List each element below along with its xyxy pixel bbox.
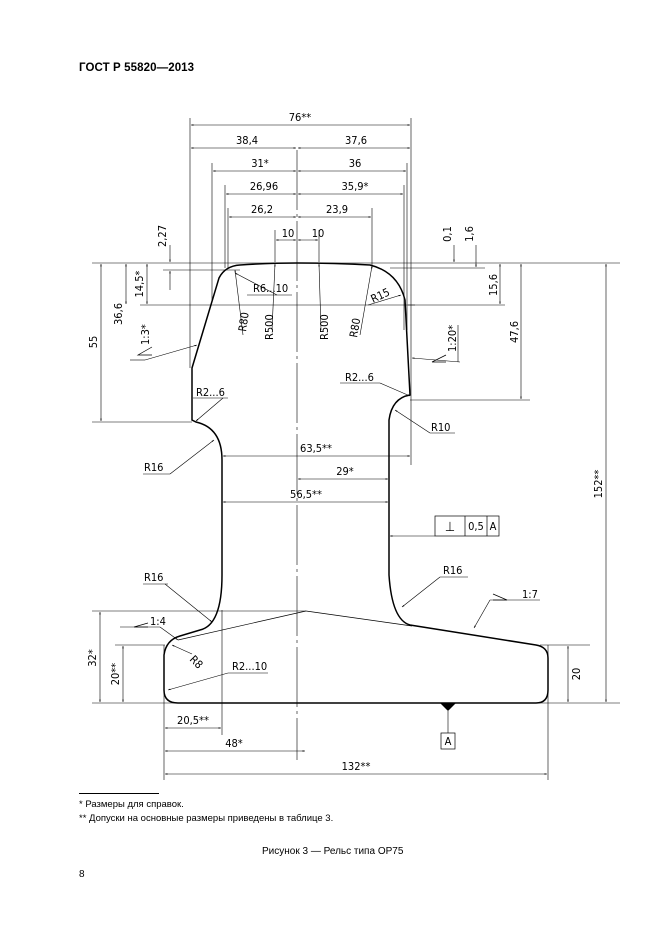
dim-26-2: 26,2: [251, 203, 273, 216]
dim-76: 76**: [289, 111, 312, 124]
rail-outline: [163, 262, 549, 704]
dim-55: 55: [87, 336, 100, 349]
footnote-2: ** Допуски на основные размеры приведены…: [79, 813, 334, 824]
dim-38-4: 38,4: [236, 134, 258, 147]
radius-r2-6-right: R2...6: [345, 371, 374, 384]
dim-56-5: 56,5**: [290, 488, 322, 501]
datum-triangle: [440, 703, 456, 711]
radius-r500-left: R500: [263, 314, 276, 340]
dim-26-96: 26,96: [250, 180, 278, 193]
radius-r8: R8: [187, 653, 206, 672]
slope-1-7: 1:7: [522, 588, 538, 601]
dim-29: 29*: [336, 465, 354, 478]
dim-36-6: 36,6: [112, 303, 125, 325]
radius-r2-6-left: R2...6: [196, 386, 225, 399]
radius-r16-lower-right: R16: [443, 564, 462, 577]
dim-20-5: 20,5**: [177, 714, 209, 727]
datum-label: A: [445, 735, 452, 748]
dim-35-9: 35,9*: [342, 180, 369, 193]
dim-0-1: 0,1: [441, 226, 454, 242]
dim-15-6: 15,6: [487, 274, 500, 296]
datum-box: [440, 732, 456, 750]
footnote-separator: [79, 793, 159, 794]
dim-152: 152**: [592, 470, 605, 499]
radius-r80-left: R80: [236, 311, 252, 332]
dim-63-5: 63,5**: [300, 442, 332, 455]
dim-2-27: 2,27: [156, 225, 169, 247]
radius-r2-10: R2...10: [232, 660, 267, 673]
dim-20-right: 20: [570, 668, 583, 681]
radius-r10: R10: [431, 421, 450, 434]
dim-10-right: 10: [312, 227, 325, 240]
dim-37-6: 37,6: [345, 134, 367, 147]
tolerance-datum: A: [490, 520, 497, 533]
page-number: 8: [79, 869, 85, 880]
radius-r80-right: R80: [347, 317, 363, 338]
dim-31: 31*: [251, 157, 269, 170]
slope-1-4: 1:4: [150, 615, 166, 628]
dim-48: 48*: [225, 737, 243, 750]
radius-r500-right: R500: [318, 314, 331, 340]
figure-caption: Рисунок 3 — Рельс типа ОР75: [262, 846, 404, 857]
document-header: ГОСТ Р 55820—2013: [79, 62, 195, 74]
dim-20-left: 20**: [109, 663, 122, 686]
radius-r16-upper: R16: [144, 461, 163, 474]
tolerance-value: 0,5: [468, 520, 484, 533]
slope-1-20: 1:20*: [446, 325, 459, 352]
slope-1-3: 1:3*: [139, 324, 152, 345]
radius-r15: R15: [369, 286, 392, 306]
dim-36: 36: [349, 157, 362, 170]
dim-132: 132**: [342, 760, 371, 773]
radius-r16-lower-left: R16: [144, 571, 163, 584]
dim-47-6: 47,6: [508, 321, 521, 343]
radius-r6-10: R6...10: [253, 282, 288, 295]
dim-14-5: 14,5*: [133, 270, 146, 297]
dim-32: 32*: [86, 649, 99, 667]
dim-23-9: 23,9: [326, 203, 348, 216]
dim-1-6: 1,6: [463, 226, 476, 242]
tolerance-symbol: ⊥: [445, 520, 455, 535]
footnote-1: * Размеры для справок.: [79, 799, 184, 810]
dim-10-left: 10: [282, 227, 295, 240]
geometric-tolerance-frame: [434, 515, 500, 537]
